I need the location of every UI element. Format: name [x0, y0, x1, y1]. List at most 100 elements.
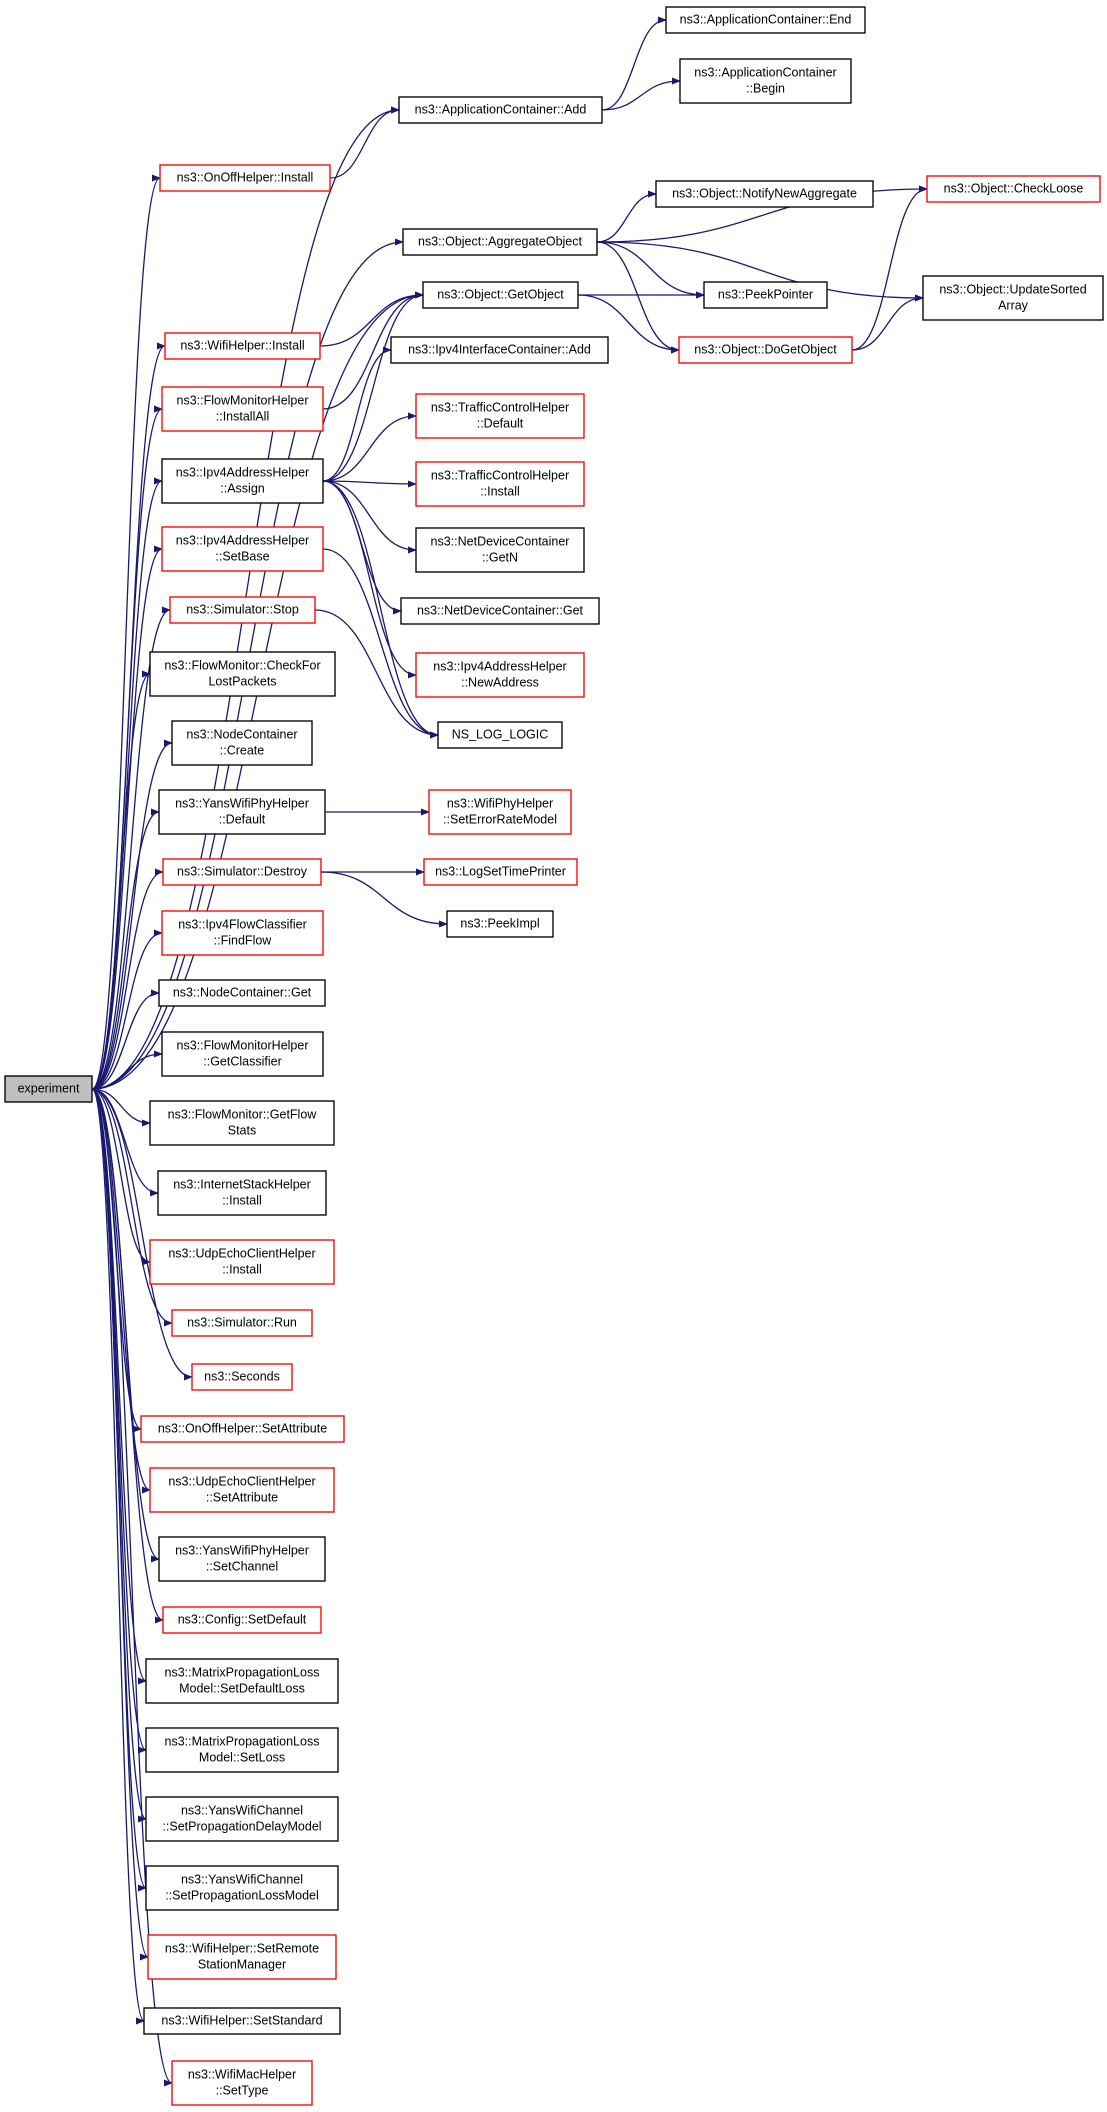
node-ipv4-new-address[interactable]: ns3::Ipv4AddressHelper::NewAddress [415, 652, 585, 698]
node-box [158, 979, 326, 1007]
node-udp-install[interactable]: ns3::UdpEchoClientHelper::Install [149, 1239, 335, 1285]
node-app-begin[interactable]: ns3::ApplicationContainer::Begin [679, 58, 852, 104]
node-flow-install-all[interactable]: ns3::FlowMonitorHelper::InstallAll [161, 386, 324, 432]
node-label: ns3::Simulator::Run [187, 1315, 297, 1329]
node-label: ns3::NetDeviceContainer [431, 534, 570, 548]
node-box [161, 526, 324, 572]
call-nodes: experimentns3::ApplicationContainer::End… [4, 6, 1104, 2106]
node-wifi-install[interactable]: ns3::WifiHelper::Install [164, 332, 321, 360]
node-app-add[interactable]: ns3::ApplicationContainer::Add [398, 96, 603, 124]
node-aggregate-object[interactable]: ns3::Object::AggregateObject [402, 228, 598, 256]
call-edge-experiment-to-yans-phy-default [91, 808, 160, 1090]
edge-line [91, 1088, 151, 1494]
node-label: ::FindFlow [214, 933, 273, 947]
node-sim-destroy[interactable]: ns3::Simulator::Destroy [162, 858, 322, 886]
node-check-loose[interactable]: ns3::Object::CheckLoose [926, 175, 1101, 203]
node-label: Array [998, 298, 1029, 312]
node-yans-set-channel[interactable]: ns3::YansWifiPhyHelper::SetChannel [158, 1536, 326, 1582]
node-ndc-get[interactable]: ns3::NetDeviceContainer::Get [400, 597, 600, 625]
call-edge-experiment-to-get-flow-stats [91, 1088, 151, 1127]
node-label: ns3::OnOffHelper::Install [177, 170, 314, 184]
call-edge-wifi-install-to-get-object [319, 291, 424, 347]
call-edge-experiment-to-sim-run [91, 1088, 173, 1327]
node-yans-phy-default[interactable]: ns3::YansWifiPhyHelper::Default [158, 789, 326, 835]
node-box [164, 332, 321, 360]
node-label: ns3::TrafficControlHelper [431, 400, 569, 414]
node-label: ns3::WifiPhyHelper [447, 796, 553, 810]
node-set-error-rate[interactable]: ns3::WifiPhyHelper::SetErrorRateModel [428, 789, 572, 835]
call-edge-ipv4-assign-to-tc-install [322, 480, 417, 488]
node-get-classifier[interactable]: ns3::FlowMonitorHelper::GetClassifier [161, 1031, 324, 1077]
node-box [158, 1536, 326, 1582]
edge-line [322, 412, 417, 482]
node-label: ::SetChannel [206, 1559, 278, 1573]
node-label: ns3::YansWifiChannel [181, 1803, 303, 1817]
node-ipv4-ifc-add[interactable]: ns3::Ipv4InterfaceContainer::Add [390, 336, 609, 364]
node-sim-stop[interactable]: ns3::Simulator::Stop [169, 596, 316, 624]
node-app-end[interactable]: ns3::ApplicationContainer::End [665, 6, 866, 34]
node-ndc-get-n[interactable]: ns3::NetDeviceContainer::GetN [415, 527, 585, 573]
node-label: ::NewAddress [461, 675, 539, 689]
call-edge-aggregate-object-to-peek-pointer [596, 241, 705, 299]
edge-line [91, 1088, 193, 1381]
call-edges [91, 16, 928, 2087]
node-ywc-set-loss[interactable]: ns3::YansWifiChannel::SetPropagationLoss… [145, 1865, 339, 1911]
edge-line [91, 739, 173, 1090]
node-config-set-default[interactable]: ns3::Config::SetDefault [162, 1606, 322, 1634]
node-box [145, 1865, 339, 1911]
node-find-flow[interactable]: ns3::Ipv4FlowClassifier::FindFlow [161, 910, 324, 956]
node-ipv4-assign[interactable]: ns3::Ipv4AddressHelper::Assign [161, 458, 324, 504]
node-onoff-install[interactable]: ns3::OnOffHelper::Install [159, 164, 331, 192]
node-box [171, 720, 313, 766]
node-udp-set-attr[interactable]: ns3::UdpEchoClientHelper::SetAttribute [149, 1467, 335, 1513]
node-box [162, 1606, 322, 1634]
node-peek-impl[interactable]: ns3::PeekImpl [446, 910, 554, 938]
node-tc-default[interactable]: ns3::TrafficControlHelper::Default [415, 393, 585, 439]
call-edge-aggregate-object-to-notify-new-agg [596, 190, 657, 243]
node-tc-install[interactable]: ns3::TrafficControlHelper::Install [415, 461, 585, 507]
node-mac-set-type[interactable]: ns3::WifiMacHelper::SetType [171, 2060, 313, 2106]
node-label: ns3::Object::NotifyNewAggregate [672, 186, 857, 200]
call-edge-app-add-to-app-begin [601, 77, 681, 111]
call-edge-sim-destroy-to-peek-impl [320, 871, 448, 928]
node-box [169, 596, 316, 624]
node-set-standard[interactable]: ns3::WifiHelper::SetStandard [143, 2007, 341, 2035]
node-label: ns3::MatrixPropagationLoss [165, 1734, 320, 1748]
edge-line [91, 545, 163, 1090]
node-nc-get[interactable]: ns3::NodeContainer::Get [158, 979, 326, 1007]
call-edge-ipv4-assign-to-ipv4-ifc-add [322, 346, 392, 482]
call-edge-ipv4-assign-to-ns-log-logic [322, 480, 439, 739]
node-ns-log-logic[interactable]: NS_LOG_LOGIC [437, 721, 563, 749]
node-onoff-set-attr[interactable]: ns3::OnOffHelper::SetAttribute [140, 1415, 345, 1443]
node-box [149, 1100, 335, 1146]
call-edge-experiment-to-udp-set-attr [91, 1088, 151, 1494]
node-inet-install[interactable]: ns3::InternetStackHelper::Install [157, 1170, 327, 1216]
node-label: ns3::FlowMonitorHelper [177, 393, 309, 407]
call-edge-ipv4-assign-to-get-object [322, 291, 424, 482]
node-log-set-time[interactable]: ns3::LogSetTimePrinter [423, 858, 578, 886]
node-sim-run[interactable]: ns3::Simulator::Run [171, 1309, 313, 1337]
node-box [703, 281, 828, 309]
node-label: ::SetErrorRateModel [443, 812, 557, 826]
node-seconds[interactable]: ns3::Seconds [191, 1363, 293, 1391]
node-label: ns3::FlowMonitor::CheckFor [164, 658, 320, 672]
node-ipv4-set-base[interactable]: ns3::Ipv4AddressHelper::SetBase [161, 526, 324, 572]
node-box [145, 1658, 339, 1704]
node-peek-pointer[interactable]: ns3::PeekPointer [703, 281, 828, 309]
node-box [665, 6, 866, 34]
node-nc-create[interactable]: ns3::NodeContainer::Create [171, 720, 313, 766]
node-box [161, 910, 324, 956]
node-ywc-set-delay[interactable]: ns3::YansWifiChannel::SetPropagationDela… [145, 1796, 339, 1842]
node-get-object[interactable]: ns3::Object::GetObject [422, 281, 579, 309]
node-notify-new-agg[interactable]: ns3::Object::NotifyNewAggregate [655, 180, 874, 208]
node-mpl-set-default-loss[interactable]: ns3::MatrixPropagationLossModel::SetDefa… [145, 1658, 339, 1704]
node-label: ns3::ApplicationContainer::Add [415, 102, 587, 116]
node-do-get-object[interactable]: ns3::Object::DoGetObject [678, 336, 853, 364]
node-label: ns3::Object::CheckLoose [944, 181, 1084, 195]
node-label: ::Install [222, 1262, 262, 1276]
